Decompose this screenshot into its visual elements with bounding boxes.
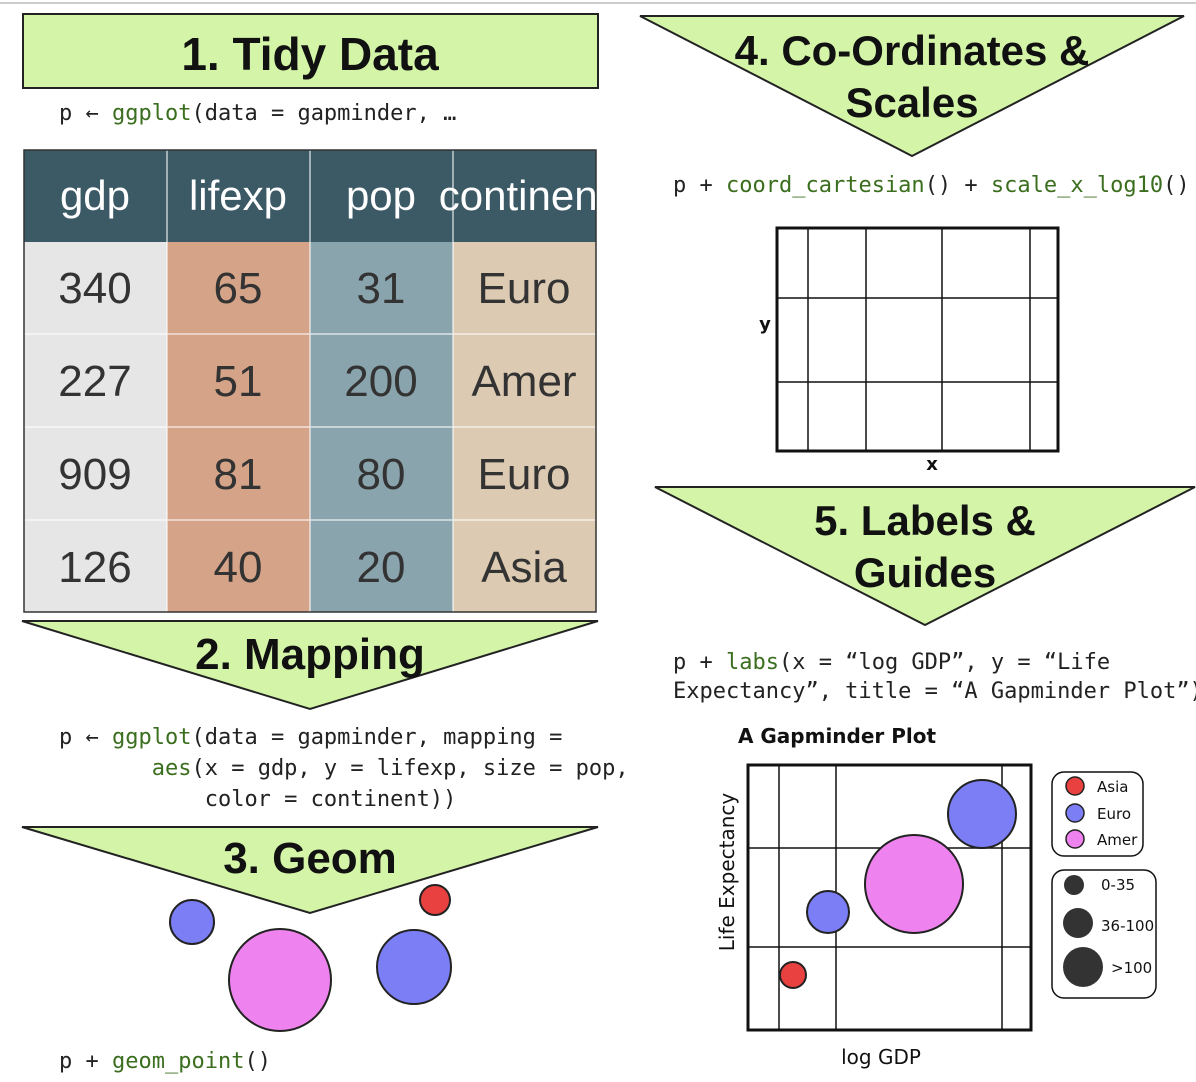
code-token: p + <box>59 1049 99 1074</box>
geom-point-amer <box>228 928 332 1032</box>
plot-point-asia <box>779 961 807 989</box>
table-gridlines <box>24 150 596 612</box>
geom-title: 3. Geom <box>223 834 397 883</box>
code-token: p <box>59 725 73 750</box>
code-function: labs <box>726 650 779 675</box>
legend-swatch-amer <box>1065 829 1085 849</box>
table-cell: 65 <box>214 264 263 313</box>
code-token: () + <box>924 173 978 198</box>
legend-size-label-small: 0-35 <box>1101 876 1135 894</box>
legend-swatch-euro <box>1065 803 1085 823</box>
coordinates-title-line1: 4. Co-Ordinates & <box>735 27 1090 74</box>
labels-title-line2: Guides <box>854 549 996 596</box>
table-cell: 200 <box>344 357 417 406</box>
legend-size-label-large: >100 <box>1111 959 1152 977</box>
table-cell: 40 <box>214 543 263 592</box>
color-legend: Asia Euro Amer <box>1051 771 1144 857</box>
labels-title-line1: 5. Labels & <box>814 497 1036 544</box>
plot-y-label: Life Expectancy <box>715 793 739 952</box>
mapping-code: p ← ggplot(data = gapminder, mapping = a… <box>59 722 629 815</box>
code-function: coord_cartesian <box>726 173 925 198</box>
mapping-title: 2. Mapping <box>195 630 425 679</box>
plot-point-amer <box>864 834 964 934</box>
code-function: geom_point <box>112 1049 245 1074</box>
data-table: gdp lifexp pop continent 340 65 31 Euro … <box>23 149 610 613</box>
coord-axis-x-label: x <box>926 454 938 475</box>
code-token: () <box>244 1049 271 1074</box>
table-cell: Asia <box>481 543 567 592</box>
table-cell: 31 <box>357 264 406 313</box>
geom-point-euro <box>169 899 215 945</box>
table-cell: 909 <box>58 450 131 499</box>
code-token: (data = gapminder, … <box>191 101 457 126</box>
code-token: p + <box>673 650 713 675</box>
code-token: p + <box>673 173 713 198</box>
legend-swatch-asia <box>1065 776 1085 796</box>
table-cell: 340 <box>58 264 131 313</box>
plot-x-label: log GDP <box>841 1045 921 1069</box>
coordinates-banner <box>639 15 1185 158</box>
code-function: ggplot <box>112 101 192 126</box>
table-header-lifexp: lifexp <box>189 172 287 219</box>
plot-point-euro <box>806 890 850 934</box>
table-cell: 126 <box>58 543 131 592</box>
tidy-data-title: 1. Tidy Data <box>181 28 439 80</box>
plot-title: A Gapminder Plot <box>738 724 937 748</box>
coordinates-code: p + coord_cartesian() + scale_x_log10() <box>673 170 1190 201</box>
coordinates-title-line2: Scales <box>845 79 978 126</box>
table-cell: 51 <box>214 357 263 406</box>
code-token: Expectancy”, title = “A Gapminder Plot”) <box>673 679 1196 704</box>
code-token: (data = gapminder, mapping = <box>191 725 563 750</box>
legend-size-label-medium: 36-100 <box>1101 917 1154 935</box>
mapping-banner <box>21 620 599 711</box>
table-cell: Euro <box>478 450 571 499</box>
table-cell: 80 <box>357 450 406 499</box>
table-cell: 227 <box>58 357 131 406</box>
assign-arrow: ← <box>85 101 99 126</box>
geom-code: p + geom_point() <box>59 1046 271 1077</box>
assign-arrow: ← <box>85 725 99 750</box>
labels-banner <box>654 486 1196 627</box>
coordinate-grid <box>775 226 1060 453</box>
size-legend: 0-35 36-100 >100 <box>1051 869 1157 999</box>
geom-point-euro <box>376 929 452 1005</box>
table-border <box>23 149 597 613</box>
geom-point-asia <box>419 884 451 916</box>
legend-size-large <box>1063 947 1103 987</box>
code-token: (x = “log GDP”, y = “Life <box>778 650 1111 675</box>
legend-label-euro: Euro <box>1097 805 1131 823</box>
plot-point-euro <box>947 779 1017 849</box>
tidy-data-banner <box>22 13 599 89</box>
table-header-pop: pop <box>346 172 416 219</box>
table-cell: 81 <box>214 450 263 499</box>
legend-label-asia: Asia <box>1097 778 1128 796</box>
code-function: ggplot <box>112 725 192 750</box>
code-token: p <box>59 101 73 126</box>
tidy-code: p ← ggplot(data = gapminder, … <box>59 98 456 129</box>
legend-size-small <box>1064 875 1084 895</box>
legend-label-amer: Amer <box>1097 831 1138 849</box>
code-function: aes <box>151 756 192 781</box>
legend-size-medium <box>1063 908 1093 938</box>
code-token: color = continent)) <box>204 787 457 812</box>
table-header-continent: continent <box>439 172 610 219</box>
coord-axis-y-label: y <box>759 314 771 335</box>
labels-code: p + labs(x = “log GDP”, y = “Life Expect… <box>673 648 1196 706</box>
table-cell: 20 <box>357 543 406 592</box>
code-token: (x = gdp, y = lifexp, size = pop, <box>191 756 629 781</box>
geom-banner <box>21 826 599 915</box>
code-token: () <box>1163 173 1190 198</box>
table-cell: Euro <box>478 264 571 313</box>
code-function: scale_x_log10 <box>990 173 1164 198</box>
table-header-gdp: gdp <box>60 172 130 219</box>
table-cell: Amer <box>471 357 576 406</box>
